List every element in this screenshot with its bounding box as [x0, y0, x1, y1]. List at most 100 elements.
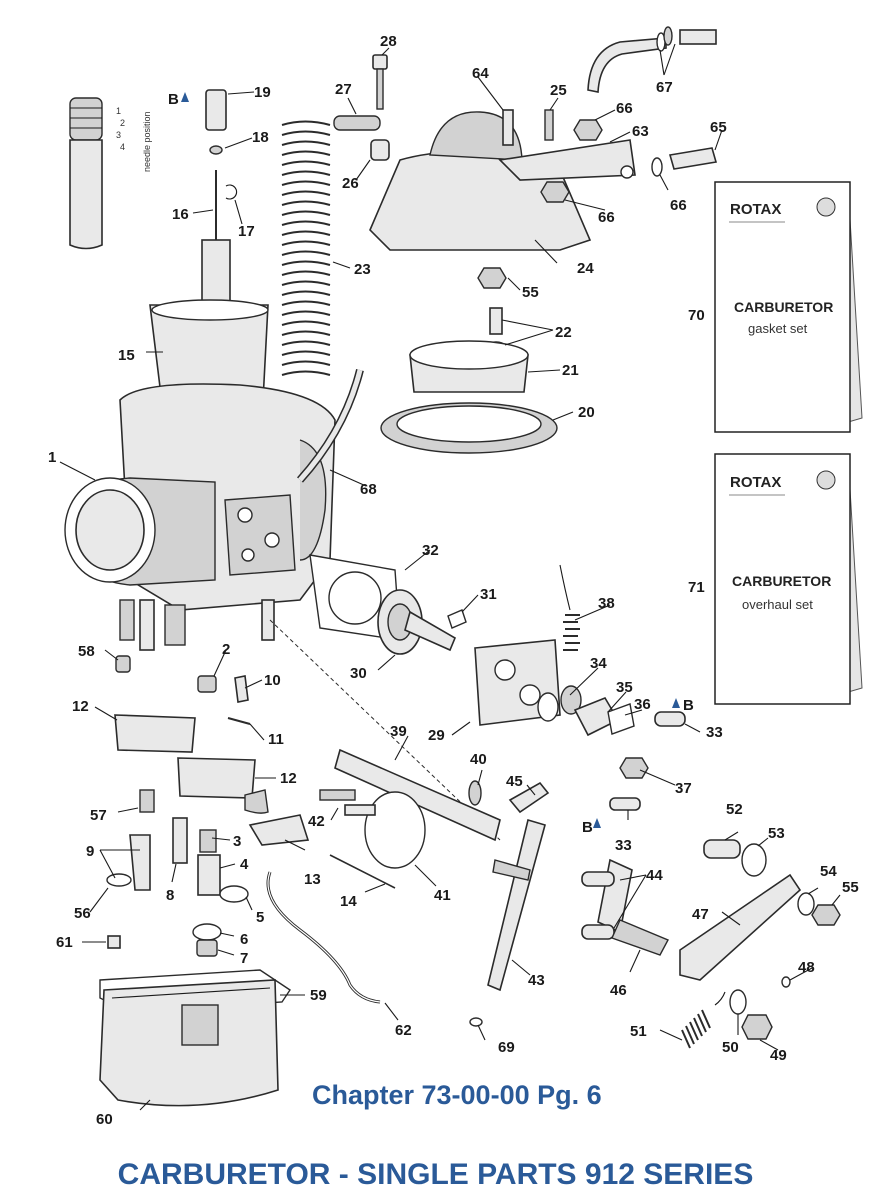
callout-31: 31: [480, 586, 497, 603]
callout-17: 17: [238, 223, 255, 240]
callout-7: 7: [240, 950, 248, 967]
callout-58: 58: [78, 643, 95, 660]
callout-61: 61: [56, 934, 73, 951]
callout-53: 53: [768, 825, 785, 842]
throttle-valve-assembly: [309, 554, 686, 779]
callout-19: 19: [254, 84, 271, 101]
callout-20: 20: [578, 404, 595, 421]
callout-59: 59: [310, 987, 327, 1004]
callout-54: 54: [820, 863, 837, 880]
callout-16: 16: [172, 206, 189, 223]
callout-64: 64: [472, 65, 489, 82]
page-title: CARBURETOR - SINGLE PARTS 912 SERIES: [117, 1158, 754, 1191]
callout-66b: 66: [598, 209, 615, 226]
booklet-brand: ROTAX: [730, 474, 781, 491]
callout-37: 37: [675, 780, 692, 797]
callout-50: 50: [722, 1039, 739, 1056]
callout-44: 44: [646, 867, 663, 884]
callout-55b: 55: [522, 284, 539, 301]
callout-32: 32: [422, 542, 439, 559]
callout-10: 10: [264, 672, 281, 689]
callout-9: 9: [86, 843, 94, 860]
callout-68: 68: [360, 481, 377, 498]
callout-36: 36: [634, 696, 651, 713]
callout-6: 6: [240, 931, 248, 948]
callout-49: 49: [770, 1047, 787, 1064]
callout-62: 62: [395, 1022, 412, 1039]
callout-33b: 33: [615, 837, 632, 854]
callout-42: 42: [308, 813, 325, 830]
callout-51: 51: [630, 1023, 647, 1040]
callout-24: 24: [577, 260, 594, 277]
callout-13: 13: [304, 871, 321, 888]
overhaul-set-booklet: ROTAX CARBURETOR overhaul set 71: [688, 453, 863, 705]
callout-40: 40: [470, 751, 487, 768]
float-bowl: [99, 969, 291, 1107]
callout-25: 25: [550, 82, 567, 99]
marker-b-19: B: [168, 91, 179, 108]
callout-12: 12: [72, 698, 89, 715]
marker-b-33b: B: [582, 819, 593, 836]
callout-27: 27: [335, 81, 352, 98]
callout-41: 41: [434, 887, 451, 904]
callout-23: 23: [354, 261, 371, 278]
callout-47: 47: [692, 906, 709, 923]
callout-57: 57: [90, 807, 107, 824]
thread-locker-markers: B B B: [168, 91, 694, 836]
diaphragm-assembly: [380, 307, 558, 454]
callout-38: 38: [598, 595, 615, 612]
needle-position-2: 2: [120, 118, 125, 128]
callout-48: 48: [798, 959, 815, 976]
marker-b-33: B: [683, 697, 694, 714]
callout-labels: 1 2 3 4 5 6 7 8 9 10 11 12 12 13 14 15 1…: [48, 33, 859, 1128]
callout-3: 3: [233, 833, 241, 850]
callout-63: 63: [632, 123, 649, 140]
booklet-subtitle: gasket set: [748, 321, 808, 336]
callout-70: 70: [688, 307, 705, 324]
chapter-reference: Chapter 73-00-00 Pg. 6: [312, 1080, 602, 1110]
callout-29: 29: [428, 727, 445, 744]
callout-21: 21: [562, 362, 579, 379]
carburetor-cover: [369, 26, 718, 289]
main-spring: [281, 120, 331, 376]
callout-5: 5: [256, 909, 264, 926]
callout-69: 69: [498, 1039, 515, 1056]
callout-65: 65: [710, 119, 727, 136]
callout-4: 4: [240, 856, 249, 873]
callout-12b: 12: [280, 770, 297, 787]
callout-11: 11: [268, 731, 284, 748]
needle-position-1: 1: [116, 106, 121, 116]
callout-39: 39: [390, 723, 407, 740]
jet-and-float-parts: [106, 675, 396, 1004]
callout-8: 8: [166, 887, 174, 904]
callout-66: 66: [616, 100, 633, 117]
needle-position-4: 4: [120, 142, 125, 152]
callout-15: 15: [118, 347, 135, 364]
throttle-slide-assembly: [149, 89, 269, 421]
callout-43: 43: [528, 972, 545, 989]
callout-35: 35: [616, 679, 633, 696]
callout-22: 22: [555, 324, 572, 341]
needle-position-3: 3: [116, 130, 121, 140]
callout-60: 60: [96, 1111, 113, 1128]
booklet-title: CARBURETOR: [734, 299, 833, 315]
needle-position-caption: needle position: [142, 111, 152, 172]
callout-26: 26: [342, 175, 359, 192]
booklet-subtitle: overhaul set: [742, 597, 813, 612]
callout-18: 18: [252, 129, 269, 146]
callout-45: 45: [506, 773, 523, 790]
throttle-lever-linkage: [469, 818, 841, 1049]
callout-28: 28: [380, 33, 397, 50]
gasket-set-booklet: ROTAX CARBURETOR gasket set 70: [688, 181, 863, 433]
callout-55: 55: [842, 879, 859, 896]
booklet-brand: ROTAX: [730, 201, 781, 218]
callout-33: 33: [706, 724, 723, 741]
callout-66c: 66: [670, 197, 687, 214]
callout-30: 30: [350, 665, 367, 682]
callout-14: 14: [340, 893, 357, 910]
callout-2: 2: [222, 641, 230, 658]
callout-52: 52: [726, 801, 743, 818]
carburetor-body: [64, 369, 364, 673]
callout-1: 1: [48, 449, 56, 466]
callout-56: 56: [74, 905, 91, 922]
